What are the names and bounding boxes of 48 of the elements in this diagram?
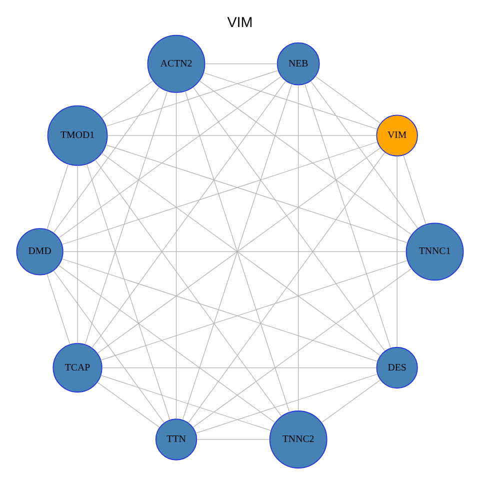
connector xyxy=(188,152,386,424)
node-circle: TCAP xyxy=(52,342,102,393)
connector xyxy=(53,86,160,234)
connector xyxy=(298,84,299,411)
connector xyxy=(196,439,270,440)
node-circle: DMD xyxy=(16,228,64,276)
connector xyxy=(97,382,160,428)
node-circle: VIM xyxy=(376,114,418,156)
connector xyxy=(107,135,377,136)
connector xyxy=(58,265,276,423)
connector xyxy=(106,144,408,244)
connector xyxy=(84,90,168,345)
connector xyxy=(86,164,170,420)
connector xyxy=(196,374,378,434)
connector xyxy=(192,268,412,428)
connector xyxy=(403,154,426,224)
node-circle: TTN xyxy=(155,418,198,460)
connector xyxy=(304,84,391,348)
node-circle: NEB xyxy=(276,42,320,86)
connector xyxy=(100,260,408,361)
node-circle: ACTN2 xyxy=(147,34,206,93)
connector xyxy=(101,80,154,118)
connector xyxy=(203,72,378,130)
connector xyxy=(53,270,164,424)
connector xyxy=(102,367,377,368)
connector xyxy=(77,165,78,344)
connector xyxy=(396,156,398,348)
connector xyxy=(322,380,381,423)
connector xyxy=(176,92,177,420)
node-circle: TNNC2 xyxy=(269,410,328,468)
connector xyxy=(193,87,386,352)
connector xyxy=(62,258,378,362)
connector xyxy=(315,76,381,124)
connector xyxy=(58,76,282,238)
node-circle: DES xyxy=(376,346,418,389)
connector xyxy=(92,80,286,348)
node-circle: TMOD1 xyxy=(47,105,108,166)
node-circle: TNNC1 xyxy=(406,222,464,281)
connector xyxy=(62,251,406,252)
diagram-title: VIM xyxy=(227,14,253,31)
connector xyxy=(46,274,70,345)
connector xyxy=(62,142,378,245)
connector xyxy=(94,159,282,417)
connector xyxy=(199,80,412,236)
connector xyxy=(106,70,279,127)
connector xyxy=(46,164,69,230)
connector xyxy=(310,80,418,229)
connector xyxy=(100,374,272,431)
